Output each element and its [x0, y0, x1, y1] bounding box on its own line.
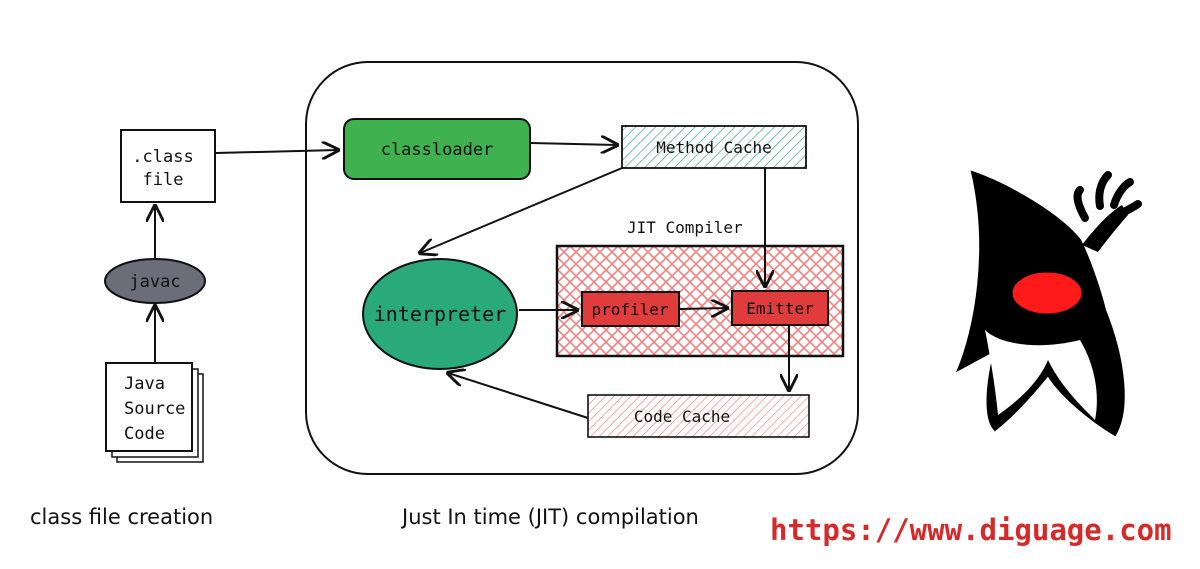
java-source-label-line2: Source [124, 399, 185, 419]
classloader-label: classloader [381, 140, 494, 160]
profiler-label: profiler [591, 300, 668, 319]
arrow-profiler-to-emitter [679, 308, 727, 309]
arrow-methodcache-to-interpreter [420, 167, 623, 253]
jit-compiler-label: JIT Compiler [627, 218, 743, 237]
caption-class-file-creation: class file creation [30, 505, 213, 529]
arrow-classfile-to-classloader [215, 150, 338, 153]
emitter-node: Emitter [731, 290, 829, 326]
interpreter-label: interpreter [374, 302, 506, 326]
class-file-label-line2: file [143, 170, 184, 190]
arrow-classloader-to-methodcache [530, 143, 617, 145]
interpreter-node: interpreter [362, 258, 518, 370]
code-cache-label: Code Cache [634, 407, 730, 426]
watermark-url: https://www.diguage.com [770, 513, 1172, 547]
profiler-node: profiler [581, 291, 680, 327]
method-cache-node: Method Cache [621, 125, 807, 169]
duke-mascot-icon [955, 170, 1142, 437]
java-source-label-line1: Java [124, 374, 165, 394]
java-source-node: Java Source Code [105, 362, 204, 463]
code-cache-node: Code Cache [587, 394, 810, 438]
method-cache-label: Method Cache [656, 138, 772, 157]
arrow-codecache-to-interpreter [448, 373, 589, 419]
caption-jit-compilation: Just In time (JIT) compilation [400, 505, 699, 529]
java-source-label-line3: Code [124, 424, 165, 444]
classloader-node: classloader [343, 118, 531, 180]
javac-label: javac [129, 272, 180, 292]
class-file-label-line1: .class [132, 147, 193, 167]
class-file-node: .class file [120, 129, 216, 203]
javac-node: javac [104, 258, 206, 304]
emitter-label: Emitter [746, 299, 814, 318]
jit-compilation-container [305, 61, 859, 475]
